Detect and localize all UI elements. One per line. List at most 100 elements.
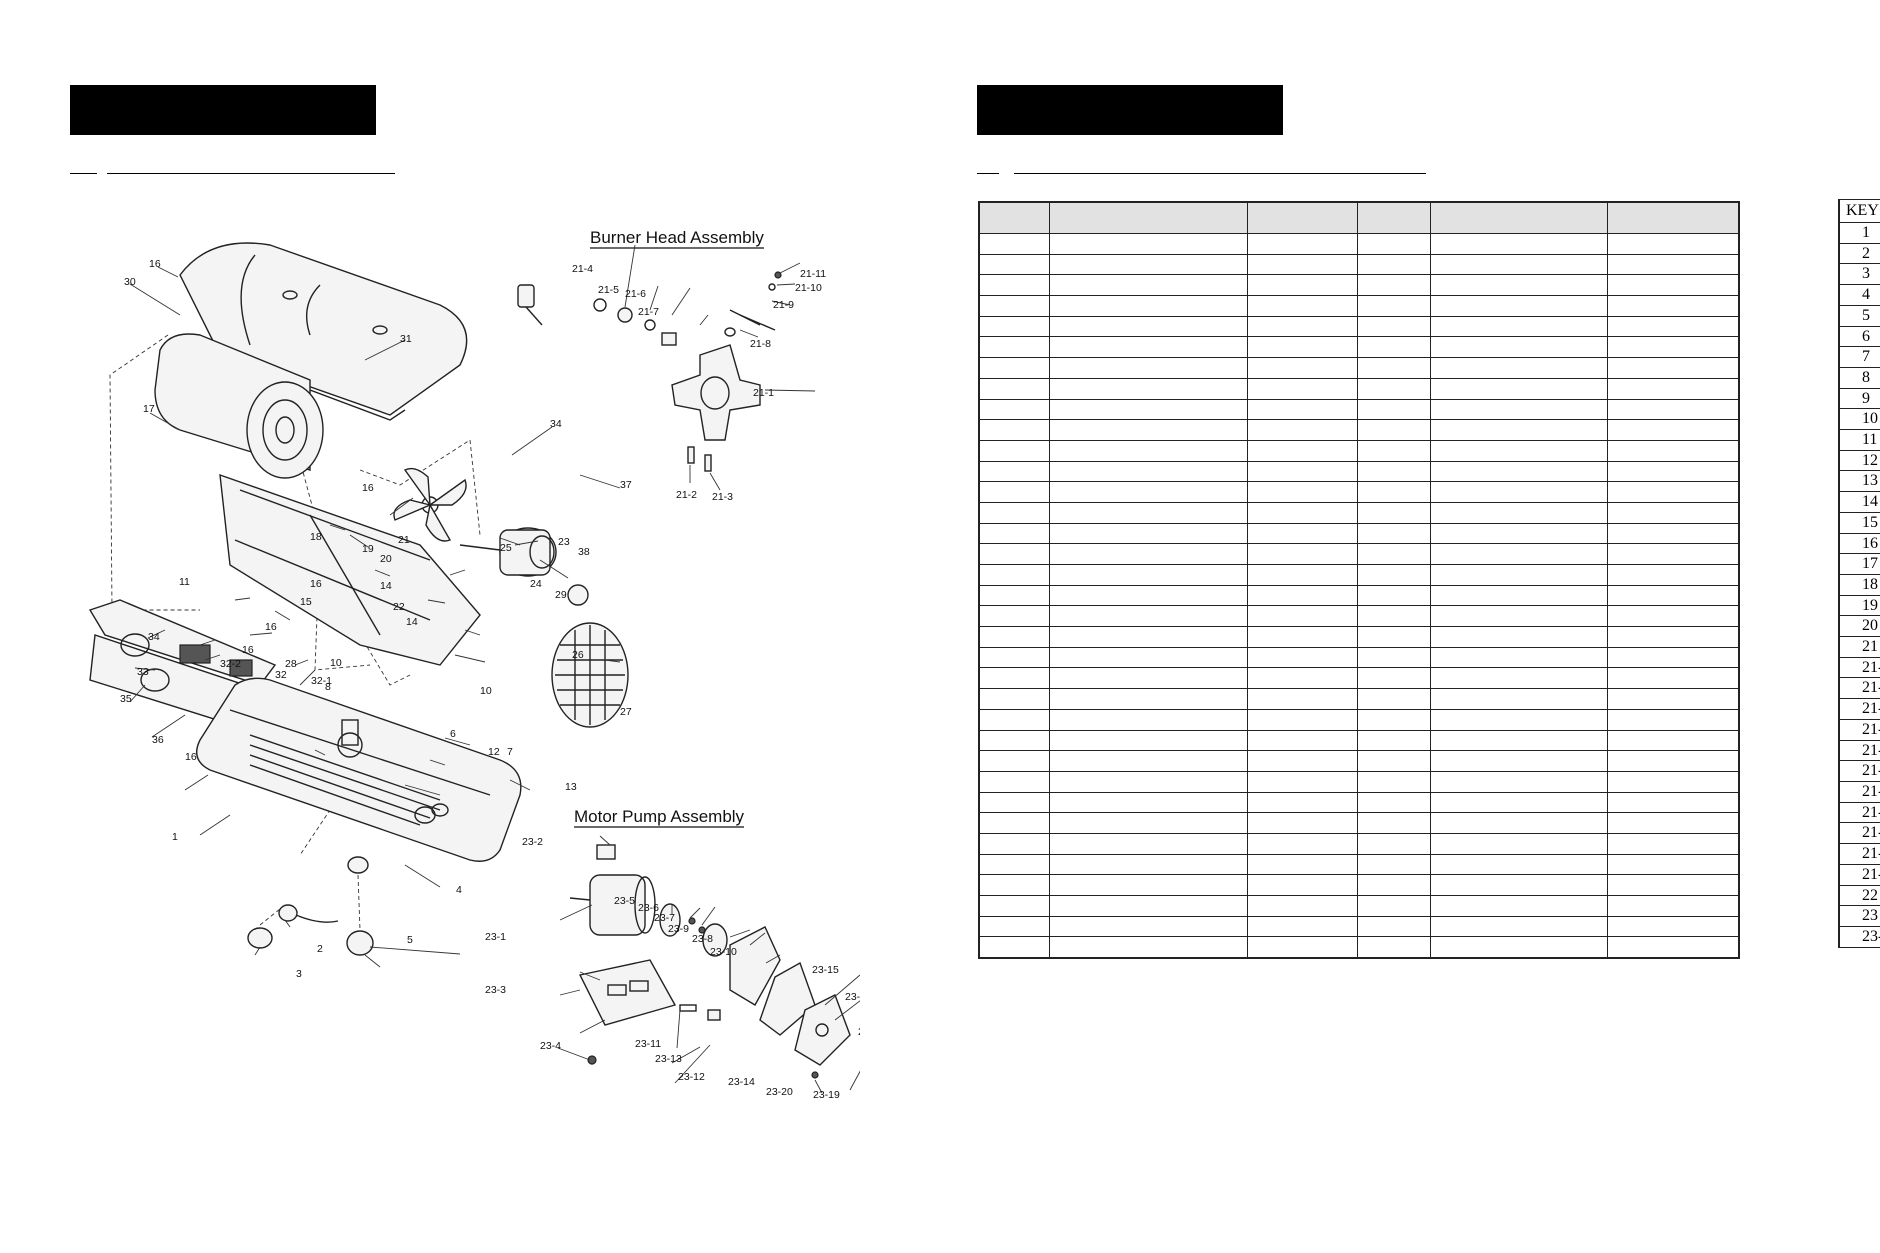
key-row: 3 xyxy=(1838,263,1880,286)
key-row: 19 xyxy=(1838,594,1880,617)
motor-pump-assembly xyxy=(569,844,851,1079)
callout-label: 23-4 xyxy=(540,1040,561,1052)
table-cell xyxy=(1048,377,1248,400)
table-cell xyxy=(1356,915,1431,938)
callout-label: 21-2 xyxy=(676,489,697,501)
table-cell xyxy=(1048,770,1248,793)
table-cell xyxy=(1606,481,1740,503)
table-cell xyxy=(1356,481,1431,503)
callout-label: 29 xyxy=(555,589,567,601)
table-row xyxy=(978,295,1740,317)
table-cell xyxy=(1606,357,1740,379)
table-row xyxy=(978,233,1740,255)
table-cell xyxy=(978,295,1050,317)
callout-labels: 16 30 31 17 34 37 16 18 19 20 21 25 38 2… xyxy=(120,258,860,1101)
key-cell: 9 xyxy=(1838,387,1880,410)
fuel-tank-base-part xyxy=(196,677,522,862)
callout-label: 23-1 xyxy=(485,931,506,943)
table-cell xyxy=(1606,377,1740,400)
table-cell xyxy=(1048,584,1248,607)
table-cell xyxy=(1356,439,1431,462)
key-cell: 3 xyxy=(1838,263,1880,286)
table-cell xyxy=(1048,729,1248,752)
table-cell xyxy=(1048,895,1248,917)
key-row: 21- xyxy=(1838,780,1880,803)
right-section-rule-long xyxy=(1014,173,1426,174)
table-cell xyxy=(1356,646,1431,669)
callout-label: 34 xyxy=(148,631,160,643)
callout-label: 4 xyxy=(456,884,462,896)
table-cell xyxy=(1048,253,1248,276)
callout-label: 23-11 xyxy=(635,1038,661,1050)
key-cell: 21- xyxy=(1838,677,1880,700)
header-cell xyxy=(1356,201,1431,234)
callout-label: 22 xyxy=(393,601,405,613)
table-cell xyxy=(978,233,1050,255)
table-cell xyxy=(1429,895,1608,917)
table-cell xyxy=(1246,564,1358,586)
callout-label: 25 xyxy=(500,542,512,554)
table-cell xyxy=(1246,481,1358,503)
table-cell xyxy=(978,646,1050,669)
callout-label: 23-2 xyxy=(522,836,543,848)
key-cell: 16 xyxy=(1838,532,1880,555)
key-cell: 23 xyxy=(1838,905,1880,927)
callout-label: 21-1 xyxy=(753,387,774,399)
callout-label: 23-8 xyxy=(692,933,713,945)
key-row: 16 xyxy=(1838,532,1880,555)
table-cell xyxy=(1429,708,1608,731)
table-cell xyxy=(978,667,1050,690)
key-cell: 6 xyxy=(1838,325,1880,348)
callout-label: 23-19 xyxy=(813,1089,840,1101)
callout-label: 8 xyxy=(325,681,331,693)
table-row xyxy=(978,377,1740,400)
key-cell: 13 xyxy=(1838,470,1880,493)
key-row: 23- xyxy=(1838,925,1880,948)
table-row xyxy=(978,729,1740,752)
key-row: 14 xyxy=(1838,491,1880,513)
callout-label: 32-2 xyxy=(220,658,241,670)
table-cell xyxy=(1048,460,1248,483)
key-cell: 22 xyxy=(1838,884,1880,907)
table-cell xyxy=(1429,336,1608,359)
callout-label: 23-10 xyxy=(710,946,737,958)
header-cell xyxy=(978,201,1050,234)
key-cell: 1 xyxy=(1838,222,1880,244)
callout-label: 23-3 xyxy=(485,984,506,996)
table-cell xyxy=(978,357,1050,379)
key-cell: 20 xyxy=(1838,615,1880,638)
table-cell xyxy=(1606,564,1740,586)
key-row: 21- xyxy=(1838,739,1880,762)
table-row xyxy=(978,460,1740,483)
table-cell xyxy=(1356,874,1431,896)
table-cell xyxy=(1606,895,1740,917)
callout-label: 23-16 xyxy=(845,991,860,1003)
key-cell: 4 xyxy=(1838,284,1880,306)
callout-leader-lines xyxy=(129,244,860,1094)
callout-label: 26 xyxy=(572,649,584,661)
table-cell xyxy=(1246,501,1358,524)
table-cell xyxy=(1048,336,1248,359)
table-cell xyxy=(1246,874,1358,896)
table-cell xyxy=(1429,315,1608,338)
table-cell xyxy=(1048,398,1248,421)
table-cell xyxy=(1356,253,1431,276)
header-cell xyxy=(1606,201,1740,234)
callout-label: 34 xyxy=(550,418,562,430)
table-row xyxy=(978,543,1740,565)
table-cell xyxy=(1429,460,1608,483)
callout-label: 1 xyxy=(172,831,178,843)
table-cell xyxy=(1606,522,1740,545)
fuel-cap-parts xyxy=(247,856,374,956)
table-row xyxy=(978,501,1740,524)
table-cell xyxy=(1246,439,1358,462)
key-cell: 21- xyxy=(1838,760,1880,782)
callout-label: 27 xyxy=(620,706,632,718)
callout-label: 21-8 xyxy=(750,338,771,350)
table-row xyxy=(978,936,1740,959)
callout-label: 21 xyxy=(398,534,410,546)
table-cell xyxy=(1606,253,1740,276)
table-cell xyxy=(1246,315,1358,338)
key-cell: 12 xyxy=(1838,449,1880,472)
motor-pump-assembly-title: Motor Pump Assembly xyxy=(574,807,745,826)
